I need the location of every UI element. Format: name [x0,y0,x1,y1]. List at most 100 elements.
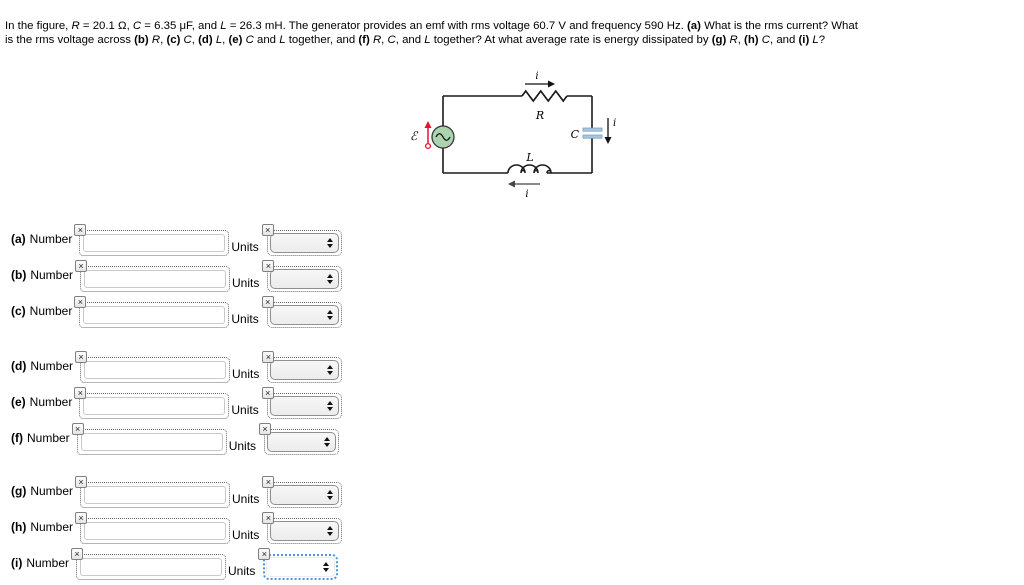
clear-units-button[interactable]: × [261,224,274,236]
number-label: Number [30,268,74,282]
clear-number-button[interactable]: × [71,423,84,435]
clear-number-button[interactable]: × [75,351,88,363]
text-segment: , [191,33,199,46]
clear-number-button[interactable]: × [71,548,84,560]
units-answer-widget: × [261,224,344,256]
clear-number-button[interactable]: × [74,224,87,236]
number-answer-widget: × [74,296,231,328]
text-segment: (g) [711,33,727,46]
clear-number-button[interactable]: × [74,387,87,399]
generator-symbol [431,125,455,149]
clear-units-button[interactable]: × [261,387,274,399]
problem-line-2: is the rms voltage across (b) R, (c) C, … [5,34,858,48]
text-segment: L [279,33,286,46]
units-answer-widget: × [262,512,344,544]
clear-units-button[interactable]: × [262,512,275,524]
text-segment: C [387,33,396,46]
text-segment: , and [395,33,425,46]
number-input[interactable] [84,361,227,379]
units-field-outline [263,554,339,580]
number-input[interactable] [83,234,226,252]
answer-row-b: (b)Number × Units × [11,260,344,292]
clear-number-button[interactable]: × [75,260,88,272]
units-select[interactable] [270,269,340,289]
clear-number-button[interactable]: × [75,476,88,488]
text-segment: = 26.3 mH. The generator provides an emf… [226,20,687,32]
number-field-outline [79,393,230,419]
clear-units-button[interactable]: × [262,260,275,272]
clear-units-button[interactable]: × [262,476,275,488]
text-segment: = 20.1 Ω, [79,20,133,32]
text-segment: (c) [166,33,181,46]
number-label: Number [29,304,73,318]
number-label: Number [29,395,73,409]
problem-line-1: In the figure, R = 20.1 Ω, C = 6.35 μF, … [5,20,858,34]
text-segment: In the figure, [5,20,72,32]
number-field-outline [80,482,231,508]
text-segment: C [132,20,142,32]
clear-number-button[interactable]: × [74,296,87,308]
units-select[interactable] [270,360,340,380]
spinner-arrows-icon [327,274,334,284]
inductor-symbol [507,164,552,174]
text-segment: C [761,33,770,46]
spinner-arrows-icon [327,490,334,500]
units-label: Units [228,439,257,453]
text-segment: L [215,33,223,46]
number-field-outline [80,518,231,544]
capacitor-symbol [582,127,603,139]
text-segment: = 6.35 μF, and [141,20,221,32]
units-select[interactable] [266,557,336,577]
number-input[interactable] [83,306,226,324]
text-segment: R [151,33,161,46]
clear-units-button[interactable]: × [258,548,271,560]
units-select[interactable] [269,233,339,253]
units-answer-widget: × [262,260,344,292]
units-select[interactable] [270,521,340,541]
number-input[interactable] [80,558,223,576]
units-answer-widget: × [261,296,344,328]
answer-rows: (a)Number × Units × (b)Number × Units [11,224,344,584]
units-select[interactable] [269,305,339,325]
number-input[interactable] [83,397,226,415]
answer-row-a: (a)Number × Units × [11,224,344,256]
current-label-top: i [535,71,538,82]
resistor-symbol [521,89,568,103]
number-label: Number [30,359,74,373]
units-select[interactable] [270,485,340,505]
part-label: (b) [11,268,27,282]
number-label: Number [27,431,70,445]
units-label: Units [232,492,260,506]
units-field-outline [267,266,343,292]
number-input[interactable] [84,270,227,288]
inductor-label: L [525,151,533,164]
units-select[interactable] [269,396,339,416]
number-input[interactable] [84,486,227,504]
number-field-outline [79,230,230,256]
number-field-outline [80,266,231,292]
text-segment: R [71,20,80,32]
number-input[interactable] [84,522,227,540]
answer-row-g: (g)Number × Units × [11,476,344,508]
text-segment: What is the rms current? What [700,20,858,32]
answer-row-h: (h)Number × Units × [11,512,344,544]
text-segment: R [372,33,382,46]
units-select[interactable] [267,432,337,452]
spinner-arrows-icon [323,562,330,572]
clear-units-button[interactable]: × [259,423,272,435]
problem-text: In the figure, R = 20.1 Ω, C = 6.35 μF, … [5,20,858,48]
spinner-arrows-icon [326,238,333,248]
number-answer-widget: × [75,351,232,383]
text-segment: is the rms voltage across [5,33,135,46]
clear-number-button[interactable]: × [75,512,88,524]
clear-units-button[interactable]: × [262,351,275,363]
clear-units-button[interactable]: × [261,296,274,308]
units-field-outline [266,393,342,419]
number-answer-widget: × [71,548,228,580]
number-input[interactable] [80,433,223,451]
text-segment: together? At what average rate is energy… [430,33,712,46]
capacitor-label: C [571,128,580,141]
text-segment: (e) [228,33,243,46]
part-label: (h) [11,520,27,534]
part-label: (g) [11,484,27,498]
